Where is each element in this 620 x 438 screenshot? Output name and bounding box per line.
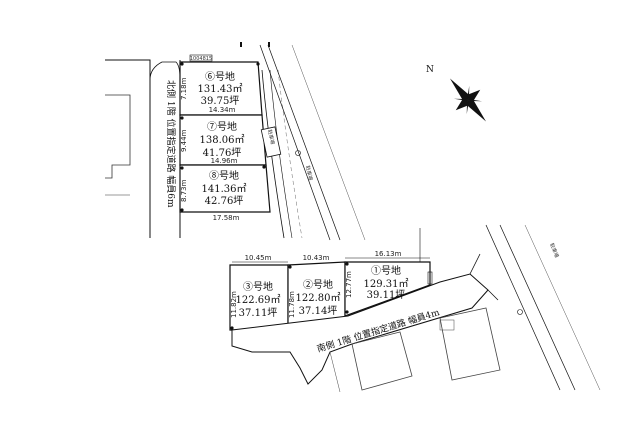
boundary-line xyxy=(329,351,341,393)
rail-line xyxy=(485,224,561,391)
park-label: 駐車場 xyxy=(266,129,276,145)
corner-marker xyxy=(256,62,260,66)
lot-1-name: ①号地 xyxy=(371,264,401,277)
lot-8 xyxy=(179,164,271,213)
lot-1-area-m2: 129.31㎡ xyxy=(364,278,409,290)
lot-3-side-dim: 11.82m xyxy=(230,291,238,318)
lot-2-area-tsubo: 37.14坪 xyxy=(299,304,338,317)
lot-8-side-dim: 8.73m xyxy=(180,179,188,202)
corner-marker xyxy=(180,62,184,66)
lot-6-name: ⑥号地 xyxy=(205,70,235,83)
lot-3-area-tsubo: 37.11坪 xyxy=(239,306,278,319)
upper-road-label: 北側 1階 位置指定道路 幅員6m xyxy=(165,80,177,208)
neighbor-box xyxy=(439,319,455,331)
neighbor-building xyxy=(439,307,501,381)
corner-marker xyxy=(180,116,184,120)
lower-block: 南側 1階 位置指定道路 幅員4m 10.45m 10.43m 16.13m ③… xyxy=(229,224,601,393)
north-arrow: N xyxy=(426,65,486,122)
lot-7-bottom-dim: 14.96m xyxy=(211,157,238,165)
lot-tag-box xyxy=(189,54,213,62)
lot-8-area-m2: 141.36㎡ xyxy=(202,183,247,195)
gate-mark xyxy=(427,271,433,285)
rail-line xyxy=(524,224,601,391)
lot-3-area-m2: 122.69㎡ xyxy=(236,294,281,306)
lot-6-area-tsubo: 39.75坪 xyxy=(201,94,240,107)
lot-1-side-dim: 12.77m xyxy=(345,271,353,298)
rail-line xyxy=(291,44,366,241)
post-marker xyxy=(240,42,242,47)
upper-road-turn xyxy=(149,61,181,81)
lot-1-area-tsubo: 39.11坪 xyxy=(367,288,406,301)
lot-2-area-m2: 122.80㎡ xyxy=(296,292,341,304)
lot-3-name: ③号地 xyxy=(243,280,273,293)
corner-marker xyxy=(288,265,292,269)
rail-line xyxy=(499,224,576,391)
corner-marker xyxy=(230,326,234,330)
lower-parking-label: 駐車場 xyxy=(548,242,560,259)
lot-7-area-m2: 138.06㎡ xyxy=(200,134,245,146)
upper-parking-label: 駐車場 xyxy=(304,165,314,181)
lot-8-name: ⑧号地 xyxy=(209,169,239,182)
neighbor-building xyxy=(105,94,131,179)
lot-1 xyxy=(344,261,431,317)
lot-8-bottom-dim: 17.58m xyxy=(213,214,240,222)
manhole xyxy=(517,309,523,315)
corner-marker xyxy=(345,262,349,266)
lot-6-side-dim: 7.18m xyxy=(180,77,188,100)
rail-line xyxy=(259,44,331,241)
lot-7-name: ⑦号地 xyxy=(207,120,237,133)
lot-2-side-dim: 11.78m xyxy=(288,291,296,318)
lot-7-area-tsubo: 41.76坪 xyxy=(203,146,242,159)
lot-8-area-tsubo: 42.76坪 xyxy=(205,194,244,207)
lot-tag-label: 1004815 xyxy=(190,56,212,62)
rail-line xyxy=(267,44,341,241)
road-edge xyxy=(469,253,481,275)
corner-marker xyxy=(345,310,349,314)
upper-road-left-edge xyxy=(105,59,151,238)
lot-2-top-dim: 10.43m xyxy=(303,254,330,262)
neighbor-building xyxy=(351,331,413,391)
lot-6-bottom-dim: 14.34m xyxy=(209,106,236,114)
park-box xyxy=(260,126,282,158)
lot-7-side-dim: 9.44m xyxy=(180,129,188,152)
lot-3-top-dim: 10.45m xyxy=(245,254,272,262)
corner-marker xyxy=(180,208,184,212)
north-label: N xyxy=(426,65,434,75)
lot-6-area-m2: 131.43㎡ xyxy=(198,83,243,95)
compass-icon xyxy=(450,78,486,122)
corner-marker xyxy=(180,166,184,170)
post-marker xyxy=(268,42,270,47)
strip-dash xyxy=(277,69,303,239)
road-edge xyxy=(487,289,499,301)
corner-marker xyxy=(262,165,266,169)
lower-top-dim: 16.13m xyxy=(375,250,402,258)
manhole xyxy=(295,150,301,156)
upper-block: 1004815 ⑥号地 131.43㎡ 39.75坪 7.18m 14.34m … xyxy=(105,42,366,241)
lot-2-name: ②号地 xyxy=(303,278,333,291)
